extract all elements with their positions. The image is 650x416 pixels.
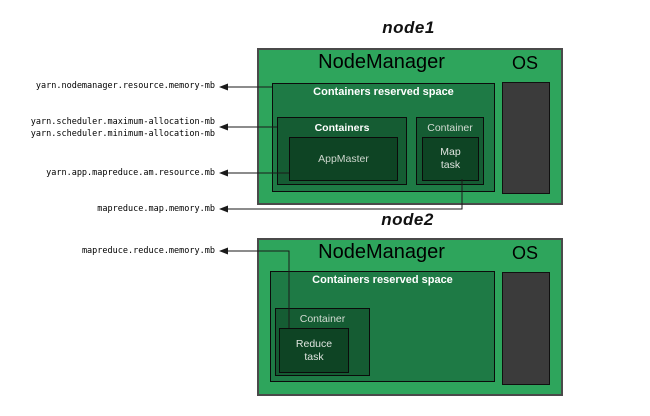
config-label-nodemanager-resource-memory: yarn.nodemanager.resource.memory-mb xyxy=(35,81,215,91)
node2-reduce-task-label-line2: task xyxy=(304,350,324,363)
node1-containers-label: Containers xyxy=(314,122,370,134)
node2-os-label: OS xyxy=(511,243,538,263)
arrowhead-containers xyxy=(219,123,228,131)
config-label-reduce-memory-mb: mapreduce.reduce.memory.mb xyxy=(81,246,215,256)
node1-reserved-space-label: Containers reserved space xyxy=(313,86,454,98)
node2-nodemanager-label: NodeManager xyxy=(318,241,445,263)
node1-map-task-label-line1: Map xyxy=(440,146,461,158)
node1-containers-box: Containers AppMaster xyxy=(277,117,407,185)
node1-appmaster-box: AppMaster xyxy=(289,137,398,181)
node1-os-label: OS xyxy=(511,53,538,73)
config-label-am-resource-mb: yarn.app.mapreduce.am.resource.mb xyxy=(46,168,215,178)
node2-container-box: Container Reduce task xyxy=(275,308,370,376)
node2-reserved-space-label: Containers reserved space xyxy=(312,274,453,286)
arrowhead-reserved-space xyxy=(219,83,228,91)
node2-reduce-task-box: Reduce task xyxy=(279,328,349,373)
node1-container-label: Container xyxy=(427,122,473,134)
arrowhead-appmaster xyxy=(219,169,228,177)
config-label-scheduler-maximum-allocation: yarn.scheduler.maximum-allocation-mb xyxy=(30,117,215,127)
config-label-map-memory-mb: mapreduce.map.memory.mb xyxy=(97,204,215,214)
node1-containers-reserved-space-box: Containers reserved space Containers App… xyxy=(272,83,495,192)
node2-containers-reserved-space-box: Containers reserved space Container Redu… xyxy=(270,271,495,382)
node1-map-task-label-line2: task xyxy=(440,159,461,171)
arrowhead-reduce-task xyxy=(219,247,228,255)
node2-reduce-task-label-line1: Reduce xyxy=(295,337,333,350)
node1-title: node1 xyxy=(382,18,435,37)
node1-container-box: Container Map task xyxy=(416,117,484,185)
node1-map-task-box: Map task xyxy=(422,137,479,181)
node2-container-label: Container xyxy=(299,313,346,325)
node1-nodemanager-label: NodeManager xyxy=(318,51,445,73)
node1-os-memory-box xyxy=(502,82,550,194)
node1-nodemanager-box: NodeManager OS Containers reserved space… xyxy=(257,48,563,205)
node1-appmaster-label: AppMaster xyxy=(318,152,369,165)
arrowhead-map-task xyxy=(219,205,228,213)
node2-nodemanager-box: NodeManager OS Containers reserved space… xyxy=(257,238,563,396)
node2-title: node2 xyxy=(381,210,434,229)
node2-os-memory-box xyxy=(502,272,550,385)
config-label-scheduler-minimum-allocation: yarn.scheduler.minimum-allocation-mb xyxy=(30,129,215,139)
